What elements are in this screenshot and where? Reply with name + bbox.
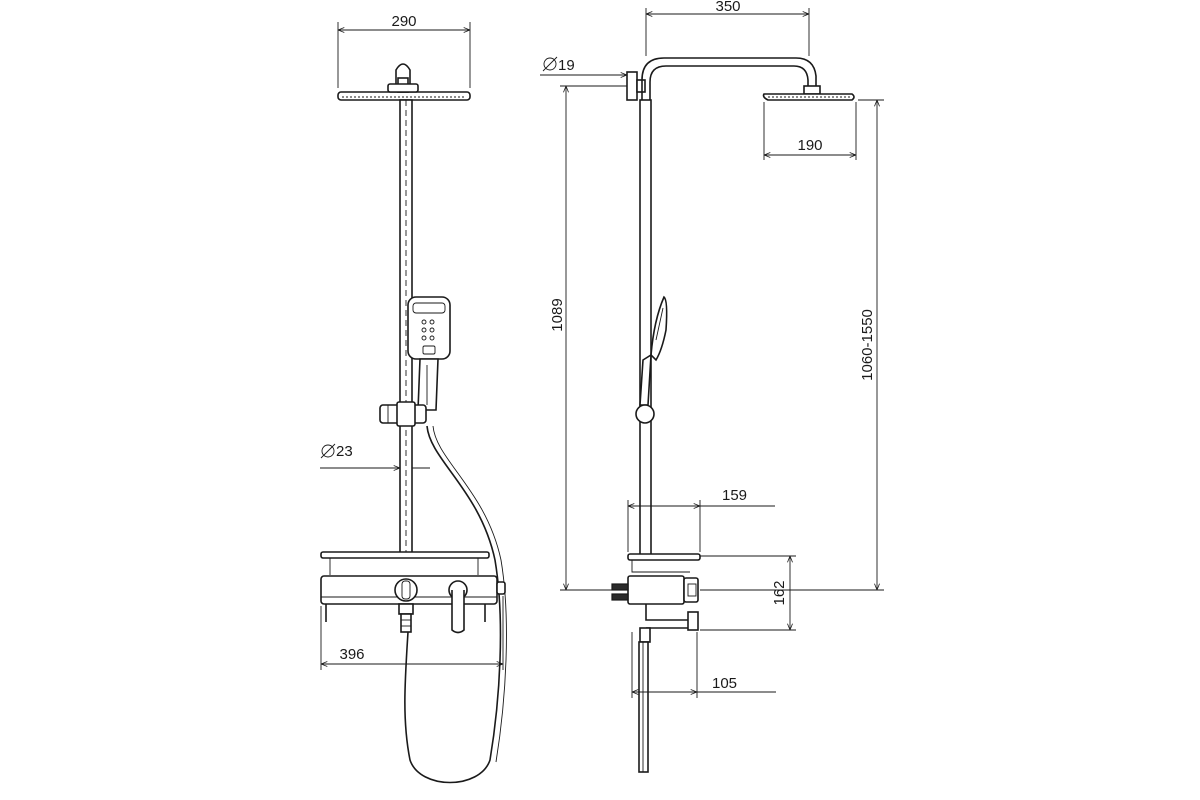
dim-label-290: 290 — [391, 13, 416, 30]
dim-label-1060-1550: 1060-1550 — [859, 309, 876, 381]
front-dim-head-width: 290 — [337, 13, 471, 88]
front-mixer-body — [320, 575, 506, 634]
side-hand-shower — [639, 295, 668, 406]
side-dim-shelf-depth: 159 — [627, 487, 775, 552]
side-dim-total-height: 1060-1550 — [700, 99, 884, 591]
front-shower-hose — [404, 425, 507, 784]
side-dim-head-depth: 190 — [763, 102, 857, 160]
dim-label-162: 162 — [771, 580, 788, 605]
diameter-symbol-icon — [543, 57, 557, 71]
front-hand-shower — [407, 296, 451, 411]
side-shower-hose — [638, 641, 649, 773]
side-dim-rail-height: 1089 — [549, 85, 628, 591]
side-dim-arm-diameter: 19 — [540, 56, 627, 75]
side-shelf — [627, 553, 701, 573]
front-slider-bracket — [379, 401, 427, 427]
side-dim-mixer-height: 162 — [700, 555, 796, 631]
side-slider-knob — [635, 404, 655, 424]
side-view: 350 19 190 1089 1060-1550 — [540, 0, 884, 773]
dim-label-19: 19 — [558, 57, 575, 74]
front-dim-rail-diameter: 23 — [320, 443, 430, 468]
front-view: 290 23 396 — [320, 13, 507, 784]
side-rail — [639, 99, 652, 556]
dim-label-105: 105 — [712, 675, 737, 692]
dim-label-350: 350 — [715, 0, 740, 15]
front-dim-shelf-width: 396 — [320, 596, 504, 670]
front-overhead-shower-head — [337, 63, 471, 101]
diameter-symbol-icon — [321, 444, 335, 458]
dim-label-190: 190 — [797, 137, 822, 154]
dim-label-23: 23 — [336, 443, 353, 460]
side-overhead-shower-head — [762, 93, 855, 101]
front-shelf — [320, 551, 490, 575]
dim-label-396: 396 — [339, 646, 364, 663]
side-mixer-body — [611, 575, 699, 643]
side-shower-arm — [641, 57, 821, 100]
dim-label-159: 159 — [722, 487, 747, 504]
dim-label-1089: 1089 — [549, 298, 566, 331]
side-dim-spout-reach: 105 — [631, 632, 776, 698]
side-dim-arm-reach: 350 — [645, 0, 810, 56]
